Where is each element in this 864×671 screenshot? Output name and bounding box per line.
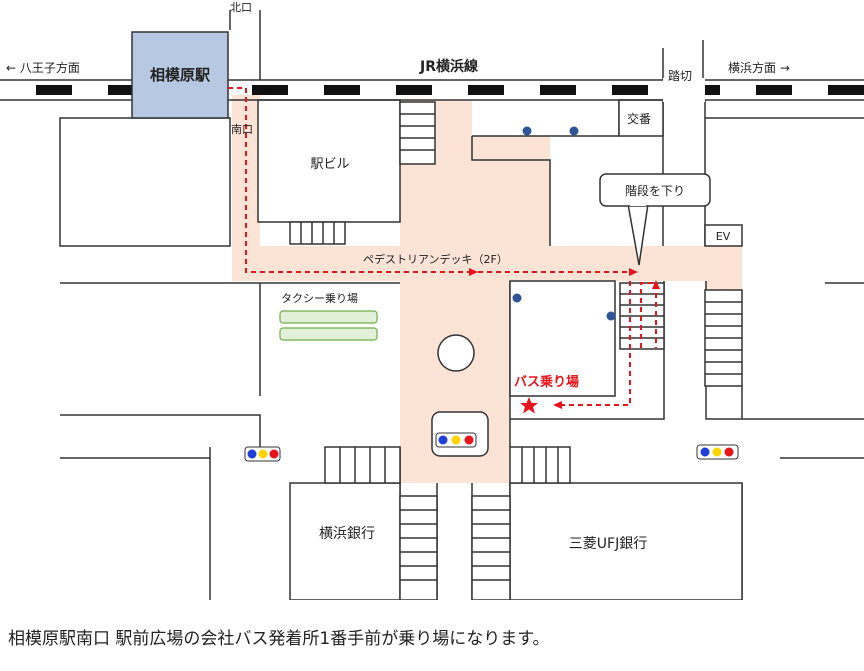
traffic-signal-icon (431, 411, 489, 457)
map-caption: 相模原駅南口 駅前広場の会社バス発着所1番手前が乗り場になります。 (8, 629, 550, 649)
star-marker-icon (520, 397, 538, 414)
pedestrian-deck-label: ペデストリアンデッキ（2F） (363, 252, 508, 266)
blue-dot-icon (569, 126, 579, 136)
roundabout (437, 334, 475, 372)
blue-dot-icon (522, 126, 532, 136)
blue-dot-icon (512, 293, 522, 303)
hachioji-direction-label: ← 八王子方面 (6, 60, 80, 75)
taxi-stand-label: タクシー乗り場 (281, 292, 358, 305)
blue-dot-icon (606, 311, 616, 321)
stairs (289, 101, 743, 600)
north-exit-label: 北口 (230, 1, 252, 14)
taxi-stand-lane-1 (279, 310, 378, 324)
crossing-gap (663, 78, 705, 102)
bus-stop-label: バス乗り場 (514, 374, 579, 390)
mufg-bank-building (509, 482, 743, 600)
walking-route (228, 87, 657, 406)
koban-building (618, 99, 664, 137)
station-building-label: 駅ビル (310, 157, 349, 172)
pedestrian-deck-outline (471, 136, 551, 246)
koban-label: 交番 (627, 111, 651, 126)
south-exit-label: 南口 (231, 123, 253, 136)
station-name-box (131, 31, 229, 119)
station-map: 北口 ← 八王子方面 相模原駅 JR横浜線 踏切 横浜方面 → 南口 交番 駅ビ… (0, 1, 864, 600)
route-arrowhead (652, 280, 660, 289)
block-left-building (59, 117, 231, 247)
elevator-label: EV (716, 230, 731, 243)
crossing-label: 踏切 (668, 69, 692, 83)
traffic-signal-icon (696, 444, 739, 460)
stairs-callout-text: 階段を下り (625, 183, 685, 198)
stairs-callout-pointer (627, 203, 649, 266)
traffic-signal-icon (244, 446, 281, 462)
route-arrowhead (629, 268, 638, 276)
stairs-callout-box (599, 173, 711, 207)
route-arrowhead (553, 401, 562, 409)
yokohama-bank-label: 横浜銀行 (319, 526, 375, 542)
yokohama-bank-building (289, 482, 401, 600)
railway-track-icon (0, 79, 864, 101)
jr-line-label: JR横浜線 (419, 58, 478, 75)
bus-terminal-block (509, 280, 616, 397)
station-name-label: 相模原駅 (150, 66, 211, 84)
mufg-bank-label: 三菱UFJ銀行 (569, 536, 647, 552)
taxi-stand-lane-2 (279, 327, 378, 341)
yokohama-direction-label: 横浜方面 → (728, 60, 790, 75)
route-arrowhead (469, 268, 478, 276)
elevator-box (704, 224, 743, 247)
